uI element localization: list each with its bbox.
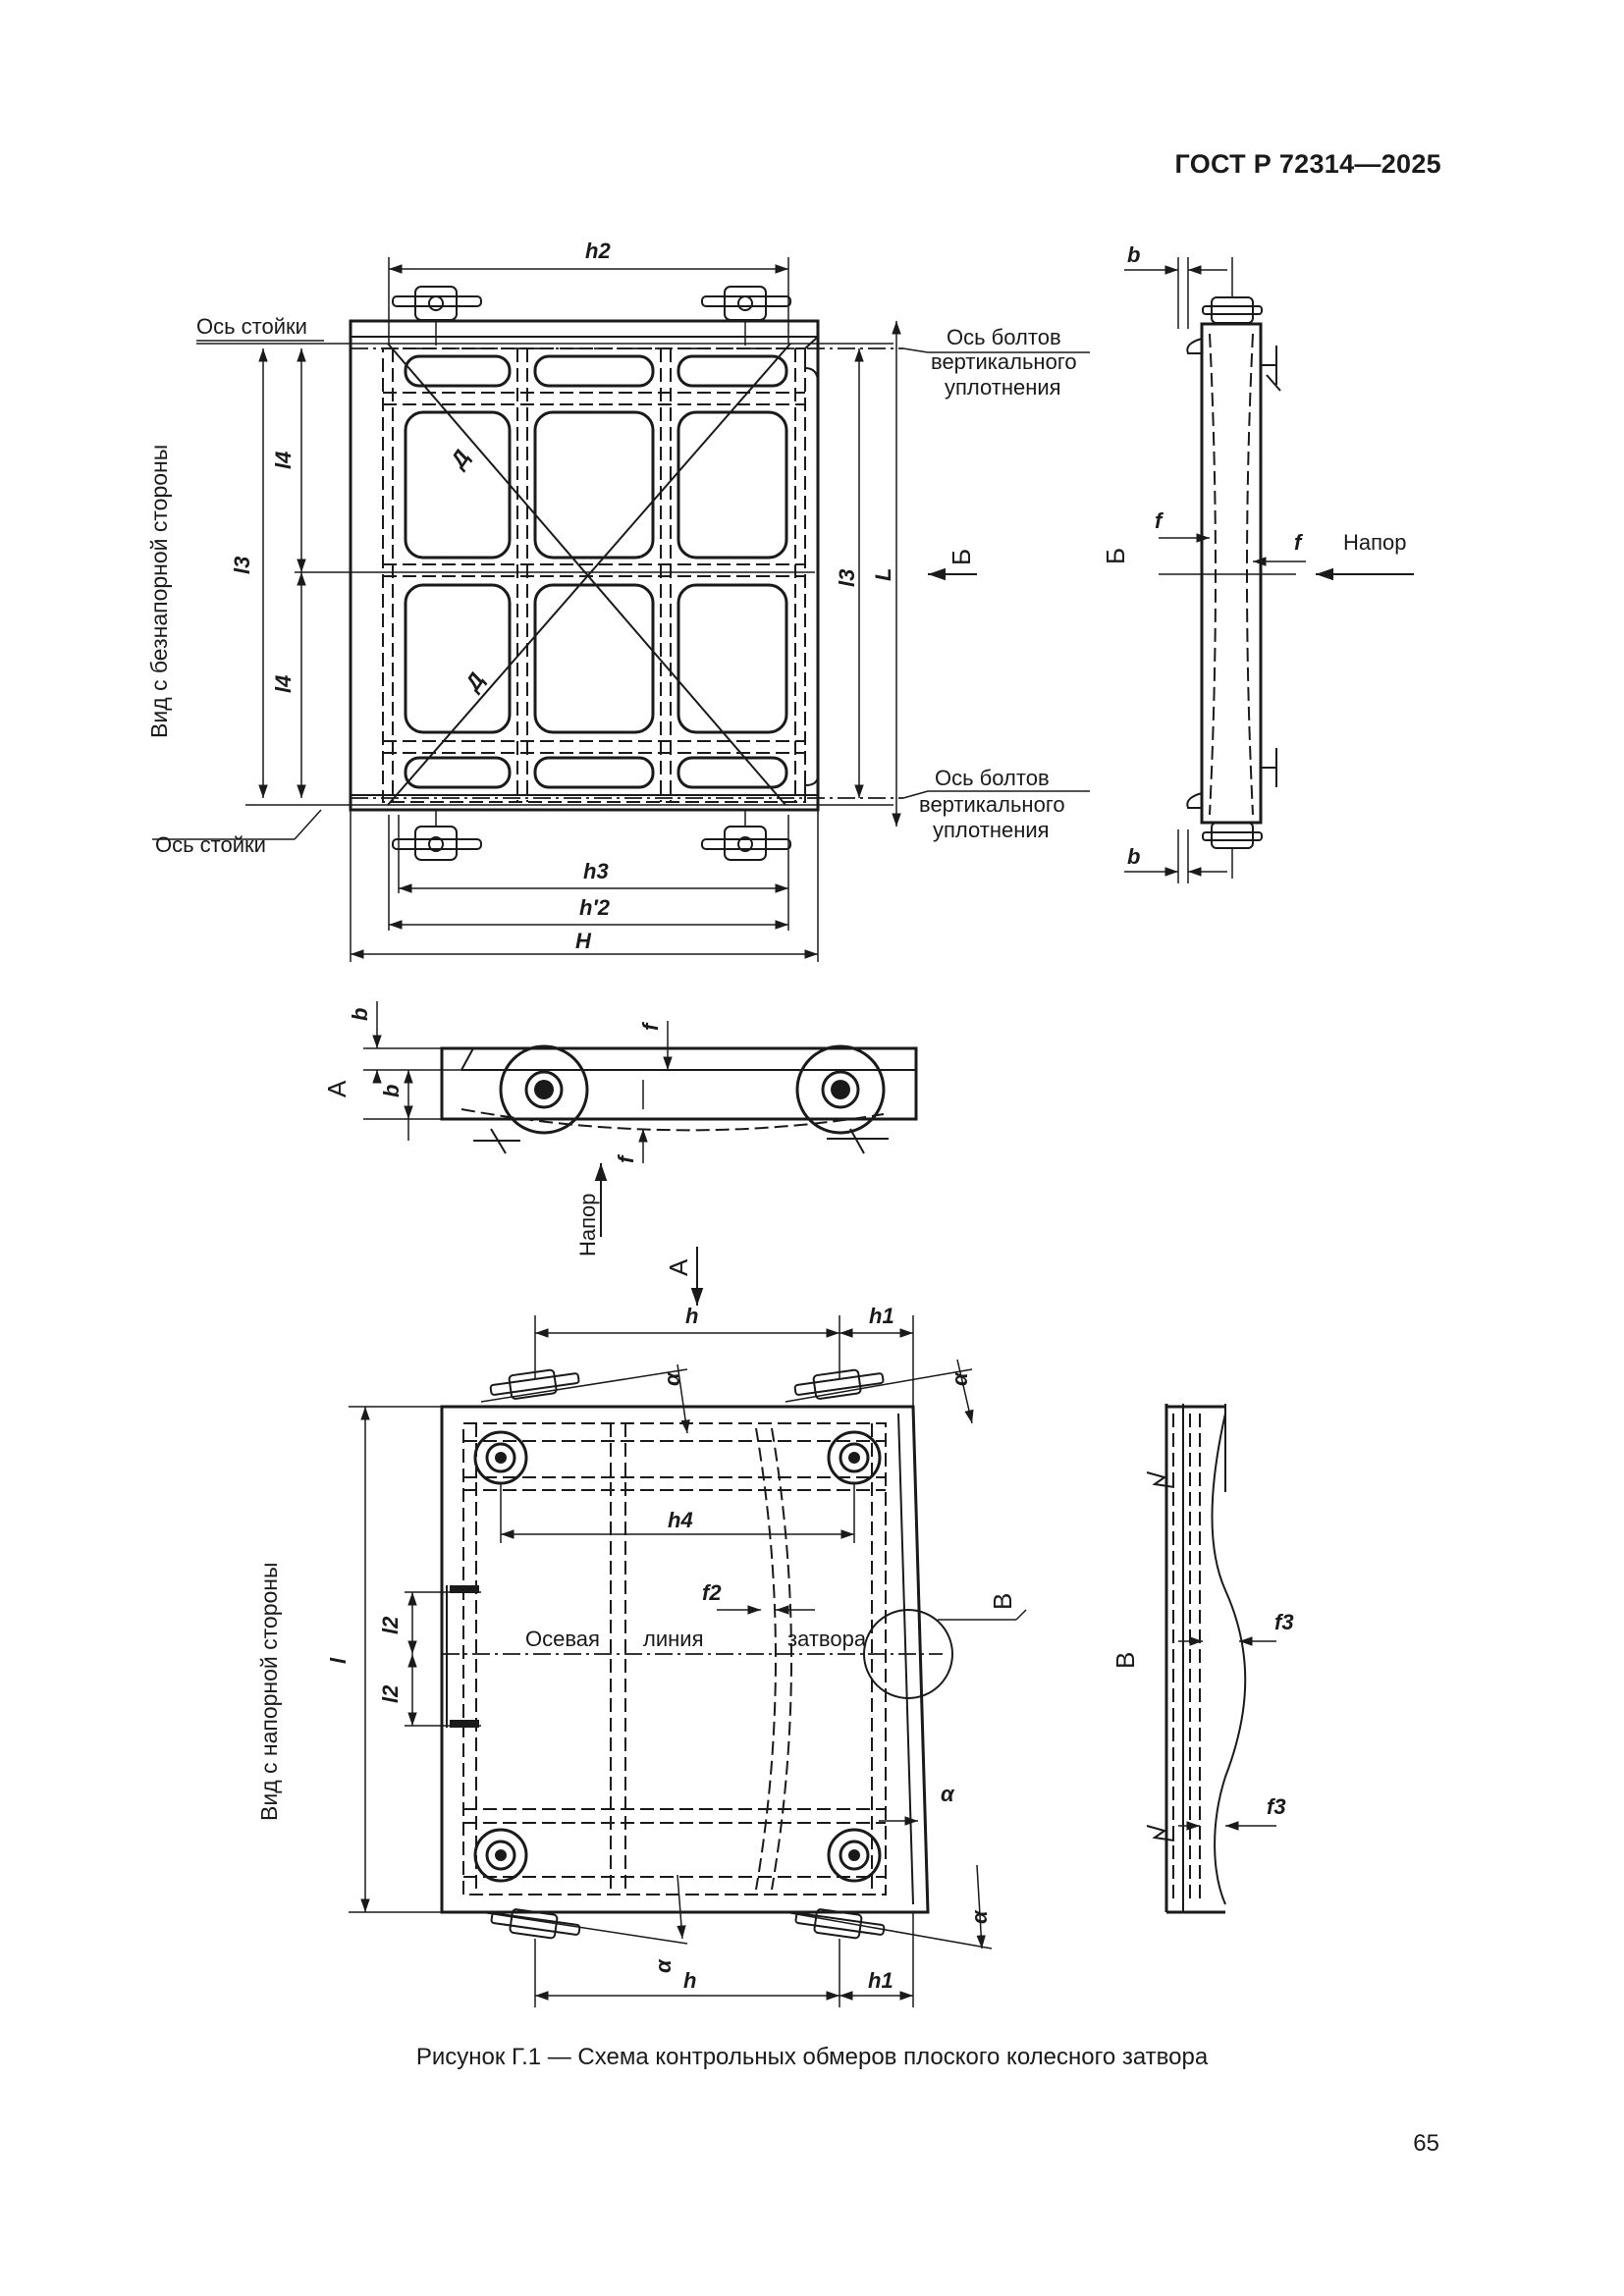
bolt-axis-top-2: вертикального [931,349,1077,374]
dim-l3-right: l3 [835,569,859,587]
axis-post-label-bottom: Ось стойки [155,832,266,857]
bolt-axis-bottom-1: Ось болтов [935,766,1050,790]
dim-l2-lower: l2 [378,1684,403,1703]
alpha-4: α [967,1909,992,1924]
alpha-3: α [941,1782,955,1806]
dim-b-bottom-right: b [1127,844,1140,869]
section-b-letter: Б [947,549,976,565]
dim-L: L [871,568,895,581]
front-view [349,1315,1027,2007]
dim-l3-left: l3 [230,557,254,574]
section-v-letter: В [988,1593,1017,1610]
document-header: ГОСТ Р 72314—2025 [1174,149,1441,179]
dim-f-section-a-2: f [614,1153,638,1163]
section-b-letter-side: Б [1101,548,1130,564]
dim-l4-upper: l4 [271,452,296,469]
section-a-letter-2: А [664,1258,693,1276]
dim-b-section-a-1: b [348,1008,372,1021]
alpha-1: α [660,1371,684,1386]
section-v [1146,1404,1276,1914]
dim-f-side-right: f [1294,530,1304,555]
axial-line-word-3: затвора [787,1627,867,1651]
dim-h2-prime: h′2 [579,895,611,920]
figure-caption: Рисунок Г.1 — Схема контрольных обмеров … [415,2044,1209,2070]
dim-h-bottom: h [683,1968,696,1993]
bolt-axis-top-3: уплотнения [945,375,1061,400]
diag-letter-lower: Д [459,667,489,696]
dim-h3: h3 [583,859,609,883]
alpha-5: α [651,1958,676,1973]
dim-h-top: h [685,1304,698,1328]
dim-f-side-left: f [1155,508,1164,533]
page-number: 65 [1413,2130,1439,2157]
view-back-label: Вид с безнапорной стороны [146,445,172,738]
alpha-2: α [947,1371,972,1386]
dim-f2-mid: f2 [702,1580,722,1605]
axial-line-word-2: линия [643,1627,703,1651]
axis-post-label-top: Ось стойки [196,314,307,339]
dim-f3-lower: f3 [1267,1794,1286,1819]
dim-b-top-right: b [1127,242,1140,267]
bolt-axis-top-1: Ось болтов [947,325,1061,349]
section-v-letter-side: В [1110,1652,1140,1669]
dim-H: H [575,929,592,953]
dim-h1-top: h1 [869,1304,894,1328]
view-front-label: Вид с напорной стороны [256,1562,282,1821]
axial-line-word-1: Осевая [525,1627,600,1651]
dim-l4-lower: l4 [271,675,296,693]
bolt-axis-bottom-3: уплотнения [933,818,1050,842]
diag-letter-upper: Д [444,445,474,473]
dim-f3-upper: f3 [1274,1610,1294,1634]
dim-l2-upper: l2 [378,1616,403,1634]
dim-f-section-a-1: f [638,1021,663,1031]
side-view-b [1124,257,1414,883]
dim-h1-bottom: h1 [868,1968,893,1993]
section-a [363,1001,918,1306]
pressure-label-section-a: Напор [575,1193,600,1256]
dim-l: l [326,1657,351,1664]
bolt-axis-bottom-2: вертикального [919,792,1065,817]
dim-h4: h4 [668,1508,693,1532]
dim-b-section-a-2: b [379,1085,404,1097]
back-view [152,257,1090,962]
pressure-label-side: Напор [1343,530,1407,555]
section-a-letter: А [322,1080,352,1097]
dim-h2: h2 [585,239,611,263]
